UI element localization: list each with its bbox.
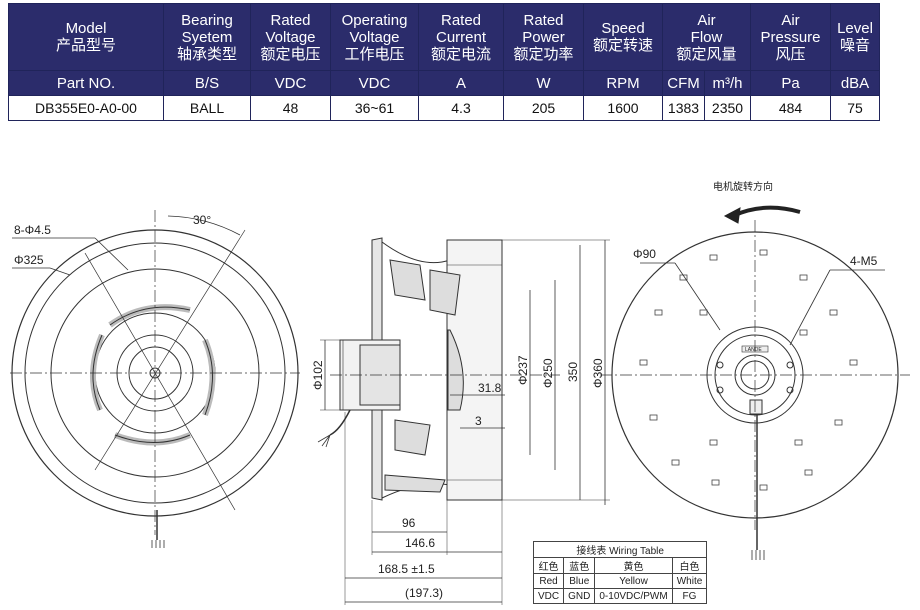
value-cell: BALL [163, 95, 251, 121]
screws-label: 4-M5 [850, 254, 878, 268]
dim-146-6-label: 146.6 [405, 536, 435, 550]
hub-dia-label: Φ102 [311, 360, 325, 390]
wiring-function-cell: FG [671, 588, 708, 604]
value-cell: 1600 [583, 95, 663, 121]
dim-168-5-label: 168.5 ±1.5 [378, 562, 435, 576]
wiring-zh-cell: 蓝色 [563, 557, 596, 574]
value-cell: 75 [830, 95, 880, 121]
technical-drawing: 30° 8-Φ4.5 Φ325 [10, 180, 910, 605]
dim-237-label: Φ237 [516, 355, 530, 385]
dim-250-label: Φ250 [541, 358, 555, 388]
front-view: 30° 8-Φ4.5 Φ325 [10, 210, 300, 548]
dim-197-3-label: (197.3) [405, 586, 443, 600]
unit-cell: Part NO. [8, 70, 164, 96]
wiring-zh-cell: 黄色 [594, 557, 673, 574]
unit-cell: dBA [830, 70, 880, 96]
value-cell: DB355E0-A0-00 [8, 95, 164, 121]
rotation-arrow-icon [723, 207, 741, 224]
value-cell: 48 [250, 95, 331, 121]
dim-3-label: 3 [475, 414, 482, 428]
back-view: 电机旋转方向 [600, 180, 910, 560]
spec-units-row: Part NO. B/S VDC VDC A W RPM CFM m³/h Pa… [8, 70, 880, 96]
wiring-zh-cell: 白色 [671, 557, 708, 574]
wiring-title: 接线表 Wiring Table [532, 541, 708, 558]
spec-values-row: DB355E0-A0-00 BALL 48 36~61 4.3 205 1600… [8, 95, 880, 121]
wiring-color-cell: Red [532, 573, 565, 589]
value-cell: 2350 [704, 95, 751, 121]
rotation-label: 电机旋转方向 [713, 180, 773, 193]
unit-cell: B/S [163, 70, 251, 96]
wiring-table: 接线表 Wiring Table 红色 蓝色 黄色 白色 Red Blue Ye… [532, 541, 708, 604]
dim-350-label: 350 [566, 362, 580, 382]
wiring-color-cell: White [671, 573, 708, 589]
value-cell: 484 [750, 95, 831, 121]
wiring-color-cell: Blue [563, 573, 596, 589]
side-view: Φ102 Φ237 Φ250 350 Φ360 31.8 3 96 146.6 … [311, 237, 610, 605]
outer-dia-label: Φ325 [14, 253, 44, 267]
unit-cell: VDC [250, 70, 331, 96]
value-cell: 4.3 [418, 95, 504, 121]
holes-label: 8-Φ4.5 [14, 223, 51, 237]
unit-cell: m³/h [704, 70, 751, 96]
back-hub-dia-label: Φ90 [633, 247, 656, 261]
unit-cell: VDC [330, 70, 419, 96]
value-cell: 1383 [662, 95, 705, 121]
wiring-zh-cell: 红色 [532, 557, 565, 574]
unit-cell: CFM [662, 70, 705, 96]
value-cell: 205 [503, 95, 584, 121]
wiring-function-cell: 0-10VDC/PWM [594, 588, 673, 604]
unit-cell: W [503, 70, 584, 96]
dim-31-8-label: 31.8 [478, 381, 502, 395]
angle-label: 30° [193, 213, 211, 227]
unit-cell: RPM [583, 70, 663, 96]
dim-360-label: Φ360 [591, 358, 605, 388]
dim-96-label: 96 [402, 516, 416, 530]
unit-cell: A [418, 70, 504, 96]
nameplate-label: LANDE [745, 347, 762, 353]
unit-cell: Pa [750, 70, 831, 96]
wiring-function-cell: VDC [532, 588, 565, 604]
wiring-function-cell: GND [563, 588, 596, 604]
wiring-color-cell: Yellow [594, 573, 673, 589]
value-cell: 36~61 [330, 95, 419, 121]
